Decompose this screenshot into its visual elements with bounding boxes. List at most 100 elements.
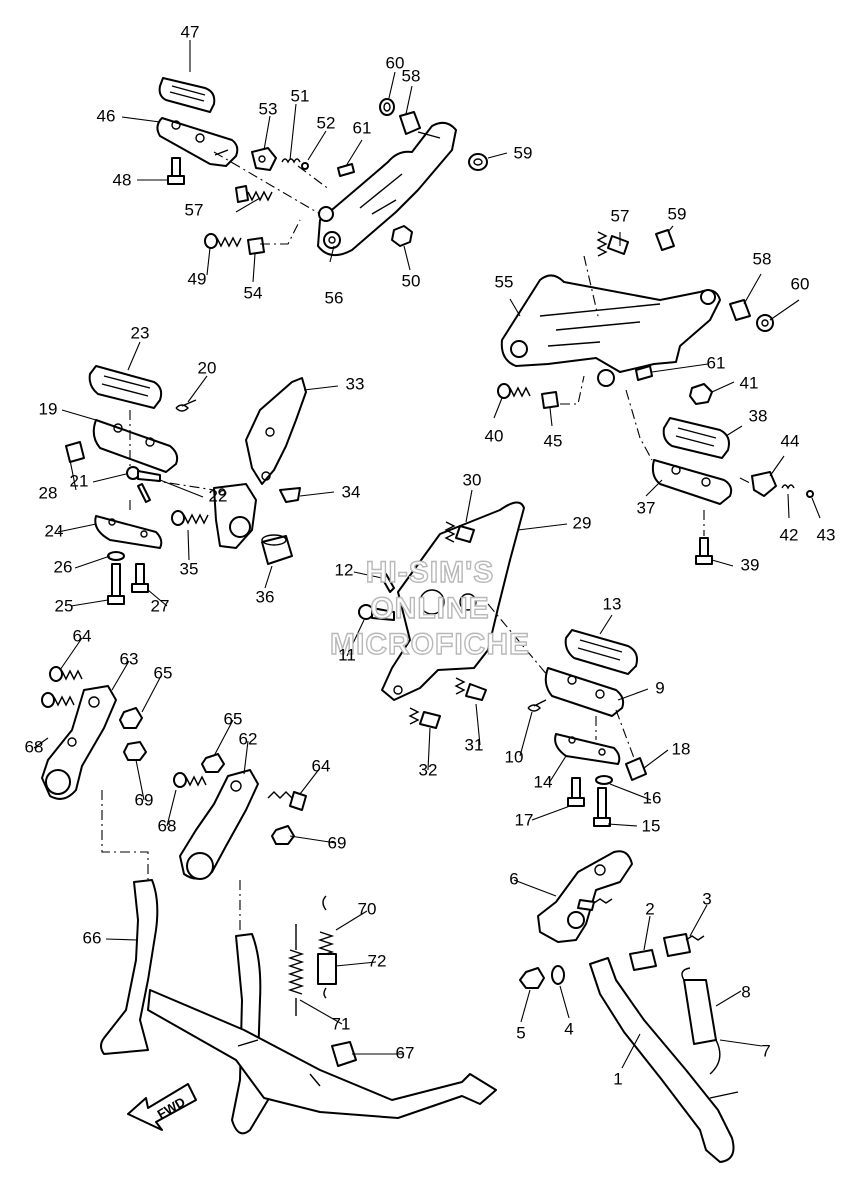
nut [123, 741, 147, 761]
plate-bolt [593, 787, 611, 827]
side-stand-bracket [537, 850, 633, 943]
pivot-boss [597, 369, 615, 387]
watermark: HI-SIM'S ONLINE MICROFICHE [329, 555, 530, 661]
stand-spring-inner [287, 924, 305, 1016]
washer [595, 775, 613, 785]
callout-24: 24 [45, 521, 64, 540]
callout-66: 66 [83, 928, 102, 947]
plate-bolt [107, 563, 125, 605]
washer [107, 551, 125, 561]
pin [635, 365, 653, 381]
callout-64-left: 64 [73, 626, 92, 645]
callout-71: 71 [332, 1014, 351, 1033]
callout-21: 21 [70, 471, 89, 490]
center-stand [100, 879, 497, 1135]
callout-51: 51 [291, 86, 310, 105]
collar [629, 949, 657, 971]
nut [519, 967, 545, 989]
callout-23: 23 [131, 323, 150, 342]
callout-54: 54 [244, 283, 263, 302]
bracket-bolt [596, 231, 629, 257]
knob-rubber [625, 757, 647, 781]
callout-38: 38 [749, 406, 768, 425]
callout-leaders [513, 879, 763, 1069]
callout-69-right: 69 [328, 833, 347, 852]
callout-57-rear-right: 57 [611, 206, 630, 225]
callout-leaders [121, 40, 508, 283]
callout-17: 17 [515, 810, 534, 829]
side-stand [589, 957, 739, 1163]
callout-26: 26 [54, 557, 73, 576]
detent-plate [751, 471, 777, 497]
pin [337, 163, 355, 177]
callout-32: 32 [419, 760, 438, 779]
callout-20: 20 [198, 358, 217, 377]
side-stand-spring [681, 967, 721, 1075]
collar-bushing [655, 229, 675, 251]
callout-70: 70 [358, 899, 377, 918]
side-stand-bolt [663, 933, 705, 957]
footrest-rubber [88, 365, 163, 409]
washer [468, 153, 488, 171]
callout-69-left: 69 [135, 790, 154, 809]
detent-spring [781, 484, 795, 490]
collar-bushing [399, 111, 421, 135]
callout-28: 28 [39, 483, 58, 502]
callout-52: 52 [317, 113, 336, 132]
front-footrest-bracket-right [381, 501, 525, 701]
rear-footrest-bracket-right [500, 274, 721, 373]
nut [391, 225, 413, 247]
callout-25: 25 [55, 596, 74, 615]
pivot-collar [541, 391, 559, 409]
bracket-bolt [235, 185, 273, 203]
rear-right-footrest-assembly [493, 225, 821, 567]
callout-43: 43 [817, 525, 836, 544]
callout-34: 34 [342, 482, 361, 501]
callout-58-rear-left: 58 [402, 66, 421, 85]
callout-10: 10 [505, 747, 524, 766]
callout-22: 22 [209, 486, 228, 505]
callout-16: 16 [643, 788, 662, 807]
callout-59-rear-right: 59 [668, 204, 687, 223]
callout-39: 39 [741, 555, 760, 574]
callout-48: 48 [113, 170, 132, 189]
callout-59-rear-left: 59 [514, 143, 533, 162]
callout-60-rear-right: 60 [791, 274, 810, 293]
footrest-rubber [662, 417, 730, 459]
washer-hole [761, 319, 769, 327]
footrest-plate [94, 515, 163, 549]
callout-1: 1 [613, 1069, 622, 1088]
stand-bolt [49, 666, 83, 682]
nut [271, 825, 295, 845]
callout-33: 33 [346, 374, 365, 393]
footrest-rubber [564, 629, 638, 675]
front-left-footrest-assembly [57, 341, 339, 607]
callout-3: 3 [702, 889, 711, 908]
footrest-bolt [695, 537, 713, 565]
callout-68-left: 68 [25, 737, 44, 756]
assembly-line [213, 151, 331, 245]
damper-rubber [279, 487, 301, 503]
callout-45: 45 [544, 431, 563, 450]
footrest [156, 117, 239, 167]
callout-46: 46 [97, 106, 116, 125]
callout-57-rear-left: 57 [185, 200, 204, 219]
pivot-bolt [204, 233, 242, 249]
callout-56: 56 [325, 288, 344, 307]
rear-left-footrest-assembly [121, 40, 508, 283]
callout-55: 55 [495, 272, 514, 291]
plate-bolt [567, 777, 585, 807]
callout-29: 29 [573, 513, 592, 532]
callout-19: 19 [39, 399, 58, 418]
stand-bracket-right [179, 769, 259, 880]
callout-63: 63 [120, 649, 139, 668]
rear-footrest-bracket [317, 121, 457, 257]
torsion-spring [175, 399, 197, 412]
detent-ball [806, 490, 814, 498]
bracket-lower [213, 483, 257, 549]
watermark-line-3: MICROFICHE [330, 628, 530, 661]
callout-61-rear-right: 61 [707, 353, 726, 372]
washer [379, 98, 395, 116]
